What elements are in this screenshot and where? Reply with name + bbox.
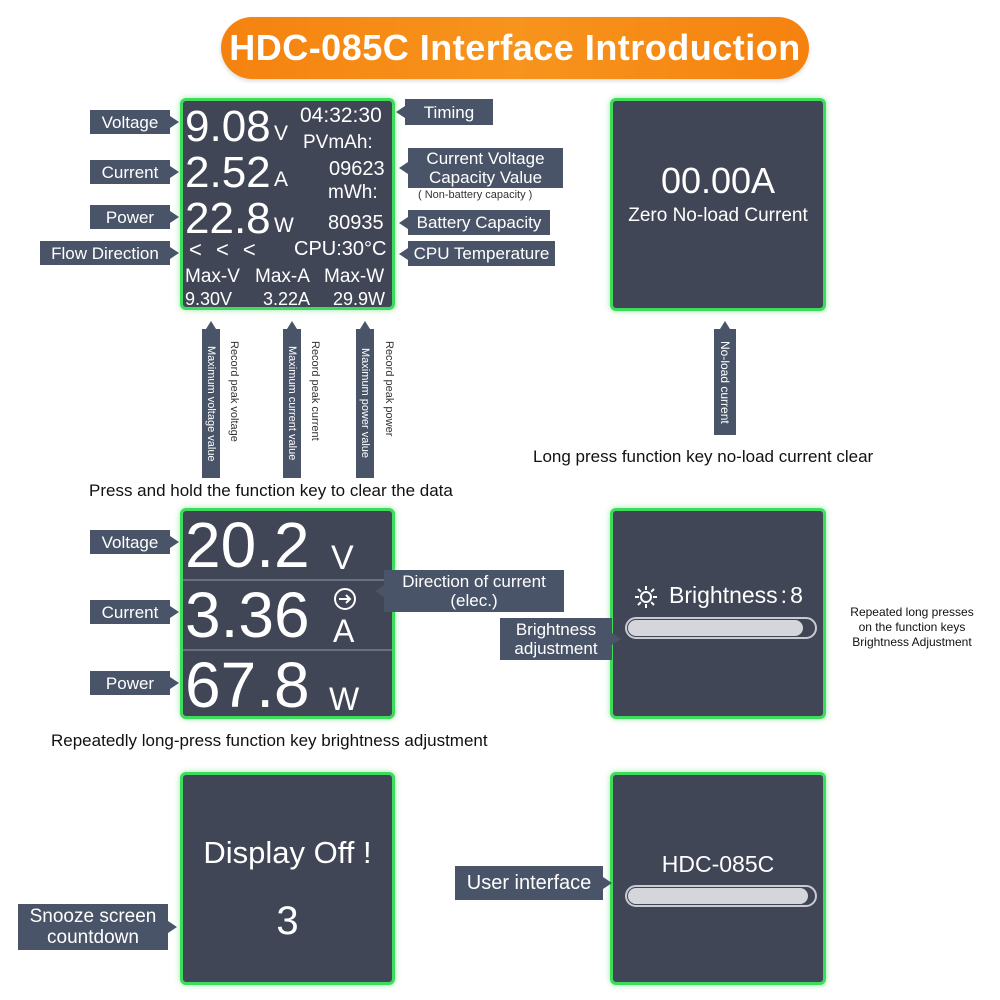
mwh-label: mWh:	[328, 182, 378, 203]
label-max-current: Maximum current value	[283, 321, 301, 478]
big-voltage-value: 20.2	[185, 509, 310, 581]
divider-2	[183, 649, 392, 651]
label-capacity-value: Current Voltage Capacity Value	[399, 148, 563, 188]
label-timing: Timing	[396, 99, 493, 125]
snooze-line2: countdown	[47, 927, 139, 948]
label-current: Current	[90, 160, 179, 184]
pvmah-value: 09623	[329, 158, 385, 180]
big-current-unit: A	[333, 613, 355, 649]
zero-current-screen: 00.00A Zero No-load Current	[610, 98, 826, 311]
display-off-text: Display Off !	[203, 835, 372, 870]
page-title: HDC-085C Interface Introduction	[221, 17, 809, 79]
label-big-current: Current	[90, 600, 179, 624]
note-brightness-line1: Repeated long presses	[850, 605, 974, 619]
brightness-slider[interactable]	[625, 617, 817, 639]
label-max-voltage: Maximum voltage value	[202, 321, 220, 478]
max-w-value: 29.9W	[333, 289, 386, 309]
flow-direction-arrows: < < <	[189, 237, 260, 262]
label-big-power: Power	[90, 671, 179, 695]
label-cpu-temperature: CPU Temperature	[399, 241, 555, 266]
power-unit: W	[274, 214, 294, 237]
brightness-tag-line2: adjustment	[514, 639, 598, 658]
label-flow-direction: Flow Direction	[40, 241, 179, 265]
zero-current-label: Zero No-load Current	[628, 205, 808, 226]
current-value: 2.52	[185, 148, 271, 197]
voltage-unit: V	[274, 122, 289, 145]
label-brightness-adjustment: Brightness adjustment	[500, 618, 621, 660]
brightness-screen: Brightness:8	[610, 508, 826, 719]
label-capacity-line1: Current Voltage	[426, 149, 545, 168]
max-w-label: Max-W	[324, 266, 385, 287]
label-capacity-line2: Capacity Value	[428, 168, 543, 187]
display-off-screen: Display Off ! 3	[180, 772, 395, 985]
big-voltage-unit: V	[331, 539, 354, 577]
big-power-unit: W	[329, 681, 360, 717]
brightness-label: Brightness:8	[669, 584, 803, 607]
label-voltage: Voltage	[90, 110, 179, 134]
note-record-peak-power: Record peak power	[383, 341, 395, 437]
label-max-power: Maximum power value	[356, 321, 374, 478]
cpu-temperature: CPU:30°C	[294, 238, 387, 260]
max-a-label: Max-A	[255, 266, 310, 287]
note-brightness-line3: Brightness Adjustment	[852, 635, 972, 649]
brightness-tag-line1: Brightness	[515, 620, 597, 639]
large-display-screen: 20.2 V 3.36 A 67.8 W	[180, 508, 395, 719]
label-power: Power	[90, 205, 179, 229]
pvmah-label: PVmAh:	[303, 132, 373, 153]
user-progress-fill	[628, 888, 809, 904]
main-display-screen: 9.08 V 2.52 A 22.8 W 04:32:30 PVmAh: 096…	[180, 98, 395, 310]
label-battery-capacity: Battery Capacity	[399, 210, 550, 235]
label-snooze-countdown: Snooze screen countdown	[18, 904, 177, 950]
max-v-label: Max-V	[185, 266, 240, 287]
current-unit: A	[274, 168, 289, 191]
label-direction-of-current: Direction of current (elec.)	[375, 570, 564, 612]
power-value: 22.8	[185, 194, 271, 243]
divider-1	[183, 579, 392, 581]
note-brightness: Repeated long presses on the function ke…	[834, 605, 990, 650]
label-big-voltage: Voltage	[90, 530, 179, 554]
brightness-value: 8	[790, 582, 803, 608]
model-name: HDC-085C	[661, 851, 775, 877]
brightness-slider-fill	[628, 620, 803, 636]
direction-line1: Direction of current	[402, 572, 546, 591]
mwh-value: 80935	[328, 212, 384, 234]
note-record-peak-voltage: Record peak voltage	[228, 341, 240, 442]
max-a-value: 3.22A	[263, 289, 311, 309]
user-progress-bar	[625, 885, 817, 907]
zero-current-value: 00.00A	[660, 160, 776, 201]
note-brightness-line2: on the function keys	[858, 620, 966, 634]
timer-value: 04:32:30	[300, 104, 382, 127]
note-record-peak-current: Record peak current	[309, 341, 321, 441]
caption-brightness-adjustment: Repeatedly long-press function key brigh…	[51, 731, 488, 750]
caption-clear-data: Press and hold the function key to clear…	[89, 481, 453, 500]
big-power-value: 67.8	[185, 649, 310, 719]
direction-line2: (elec.)	[450, 591, 498, 610]
voltage-value: 9.08	[185, 102, 271, 151]
brightness-label-text: Brightness	[669, 582, 778, 608]
countdown-value: 3	[276, 899, 299, 943]
snooze-line1: Snooze screen	[29, 906, 157, 927]
label-user-interface: User interface	[455, 866, 612, 900]
caption-no-load-clear: Long press function key no-load current …	[533, 447, 874, 466]
direction-arrow-icon	[333, 587, 357, 611]
max-v-value: 9.30V	[185, 289, 233, 309]
label-capacity-note: ( Non-battery capacity )	[418, 189, 533, 201]
user-interface-screen: HDC-085C	[610, 772, 826, 985]
big-current-value: 3.36	[185, 579, 310, 651]
brightness-separator: :	[780, 582, 788, 608]
sun-icon	[633, 584, 659, 610]
label-no-load-current: No-load current	[714, 321, 736, 435]
